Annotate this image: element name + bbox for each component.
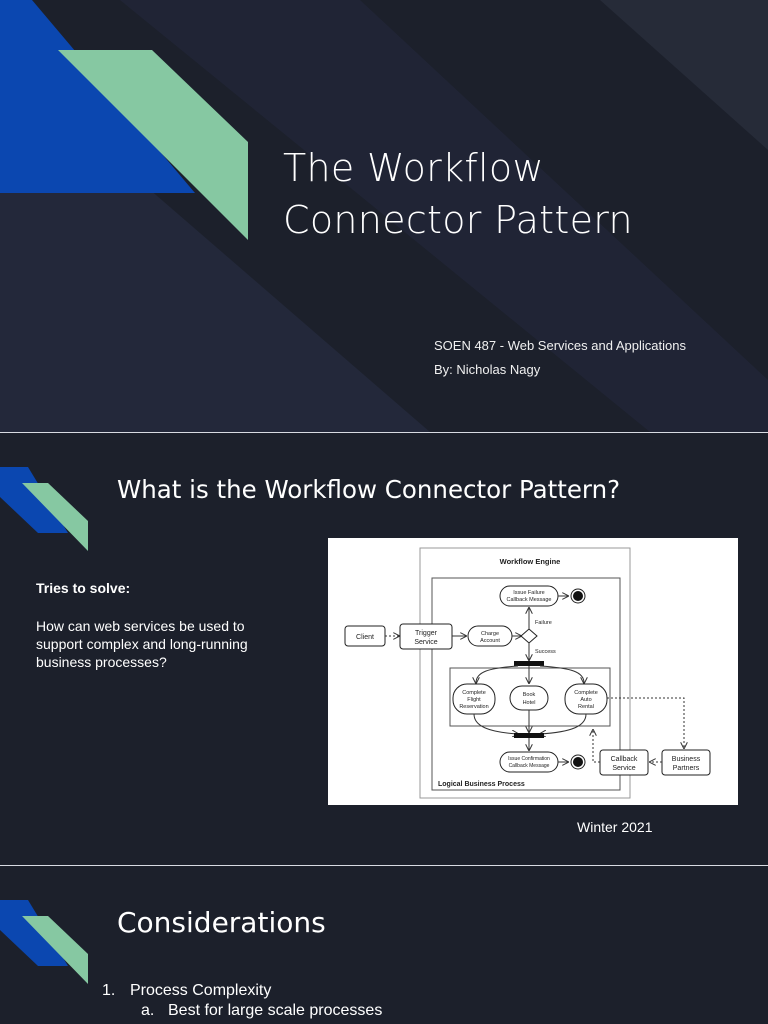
list-text: Best for large scale processes (168, 1002, 383, 1019)
definition-slide: What is the Workflow Connector Pattern? … (0, 433, 768, 865)
green-stripe (58, 50, 248, 240)
title-slide: The Workflow Connector Pattern SOEN 487 … (0, 0, 768, 432)
hotel-label-1: Book (523, 692, 536, 698)
slide-title: What is the Workflow Connector Pattern? (117, 475, 621, 504)
green-stripe (22, 916, 88, 984)
list-item: 1. Process Complexity (0, 982, 768, 1004)
logical-process-title: Logical Business Process (438, 781, 525, 788)
green-stripe (22, 483, 88, 551)
list-marker: 1. (102, 982, 116, 999)
problem-label: Tries to solve: (36, 580, 131, 596)
workflow-diagram: Workflow Engine Logical Business Process… (328, 538, 738, 805)
trigger-label-1: Trigger (415, 630, 438, 637)
charge-label-2: Account (480, 638, 500, 644)
flight-label-3: Reservation (459, 704, 488, 710)
success-label: Success (535, 649, 556, 655)
slide-title: Considerations (117, 906, 326, 939)
title-line-1: The Workflow (283, 146, 544, 190)
join-bar (514, 733, 544, 738)
presentation-title: The Workflow Connector Pattern (283, 142, 743, 246)
callback-label-2: Service (612, 765, 635, 772)
logical-process-container (431, 577, 621, 791)
confirmation-callback-node (499, 751, 559, 773)
auto-label-3: Rental (578, 704, 594, 710)
book-hotel-node (509, 685, 549, 711)
blue-stripe (0, 467, 68, 533)
list-text: Process Complexity (130, 982, 272, 999)
flight-label-1: Complete (462, 690, 486, 696)
failure-label: Failure (535, 620, 552, 626)
partners-label-2: Partners (673, 765, 700, 772)
list-marker: a. (141, 1002, 155, 1019)
auto-label-1: Complete (574, 690, 598, 696)
dark-stripe-mid (120, 0, 768, 432)
slide1-decoration (0, 0, 768, 432)
client-label: Client (356, 634, 374, 641)
decision-node (520, 628, 538, 644)
slide-divider (0, 865, 768, 866)
workflow-diagram-svg: Workflow Engine Logical Business Process… (344, 547, 711, 799)
hotel-label-2: Hotel (523, 700, 536, 706)
workflow-engine-title: Workflow Engine (500, 557, 561, 566)
workflow-engine-container (419, 547, 631, 799)
slide3-decoration (0, 900, 88, 984)
trigger-label-2: Service (414, 639, 437, 646)
author-name: By: Nicholas Nagy (434, 362, 541, 377)
failure-callback-node (499, 585, 559, 607)
dark-stripe-top-right (600, 0, 768, 150)
blue-stripe (0, 900, 68, 966)
slide-divider (0, 432, 768, 433)
course-name: SOEN 487 - Web Services and Applications (434, 338, 686, 353)
problem-question: How can web services be used to support … (36, 618, 248, 670)
partners-label-1: Business (672, 756, 701, 763)
list-item: a. Best for large scale processes (0, 1002, 768, 1024)
confirm-label-1: Issue Confirmation (508, 756, 550, 762)
considerations-slide: Considerations 1. Process Complexity a. … (0, 866, 768, 1024)
slide2-decoration (0, 467, 88, 551)
blue-stripe (0, 0, 195, 193)
charge-label-1: Charge (481, 631, 499, 637)
title-line-2: Connector Pattern (283, 198, 633, 242)
callback-label-1: Callback (611, 756, 638, 763)
failure-label-2: Callback Message (507, 597, 552, 603)
presentation-date: Winter 2021 (577, 819, 653, 835)
fork-bar (514, 661, 544, 666)
flight-label-2: Flight (467, 697, 481, 703)
confirm-label-2: Callback Message (509, 763, 550, 769)
failure-label-1: Issue Failure (513, 590, 545, 596)
subtitle-block: SOEN 487 - Web Services and Applications… (434, 334, 686, 382)
auto-label-2: Auto (580, 697, 591, 703)
